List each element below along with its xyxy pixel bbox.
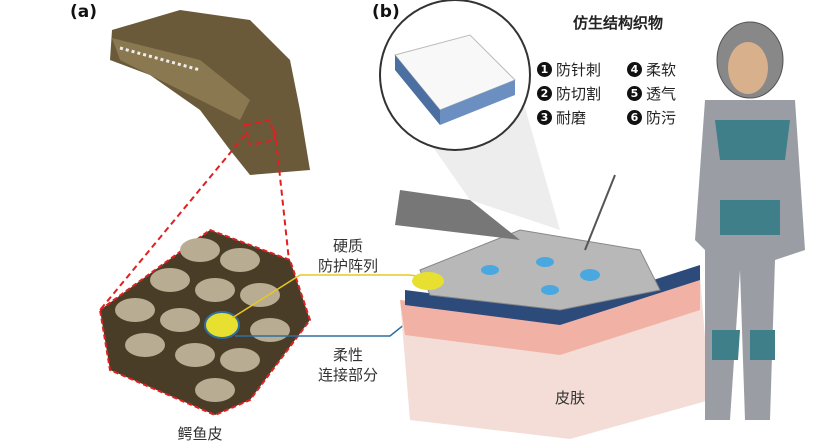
fabric-title: 仿生结构织物 <box>573 14 664 32</box>
number-badge-icon: 2 <box>537 85 552 101</box>
feature-text: 耐磨 <box>556 108 587 127</box>
number-badge-icon: 3 <box>537 109 552 125</box>
feature-text: 柔软 <box>646 60 677 79</box>
number-badge-icon: 5 <box>627 85 642 101</box>
armored-person-figure <box>695 21 805 420</box>
flexible-label: 柔性 连接部分 <box>308 345 388 385</box>
hard-array-label-line1: 硬质 <box>332 237 363 255</box>
feature-text: 防针刺 <box>556 60 602 79</box>
number-badge-icon: 4 <box>627 61 642 77</box>
panel-label-b: (b) <box>372 2 400 22</box>
panel-label-a: (a) <box>70 2 98 22</box>
crocodile-skin-label: 鳄鱼皮 <box>177 425 223 443</box>
feature-text: 防切割 <box>556 84 602 103</box>
crocodile-skin-patch <box>98 228 312 417</box>
skin-block <box>400 229 710 439</box>
skin-label: 皮肤 <box>554 389 585 407</box>
fabric-magnifier <box>379 0 560 230</box>
crocodile-photo <box>110 10 310 175</box>
needle-graphic <box>584 174 616 251</box>
zoom-projection-lines <box>99 118 291 311</box>
feature-text: 防污 <box>646 108 677 127</box>
flexible-label-line2: 连接部分 <box>317 366 378 384</box>
number-badge-icon: 1 <box>537 61 552 77</box>
feature-text: 透气 <box>646 84 677 103</box>
hard-array-label: 硬质 防护阵列 <box>308 236 388 276</box>
number-badge-icon: 6 <box>627 109 642 125</box>
blade-graphic <box>395 190 520 240</box>
hard-array-label-line2: 防护阵列 <box>317 257 378 275</box>
flexible-label-line1: 柔性 <box>332 346 363 364</box>
